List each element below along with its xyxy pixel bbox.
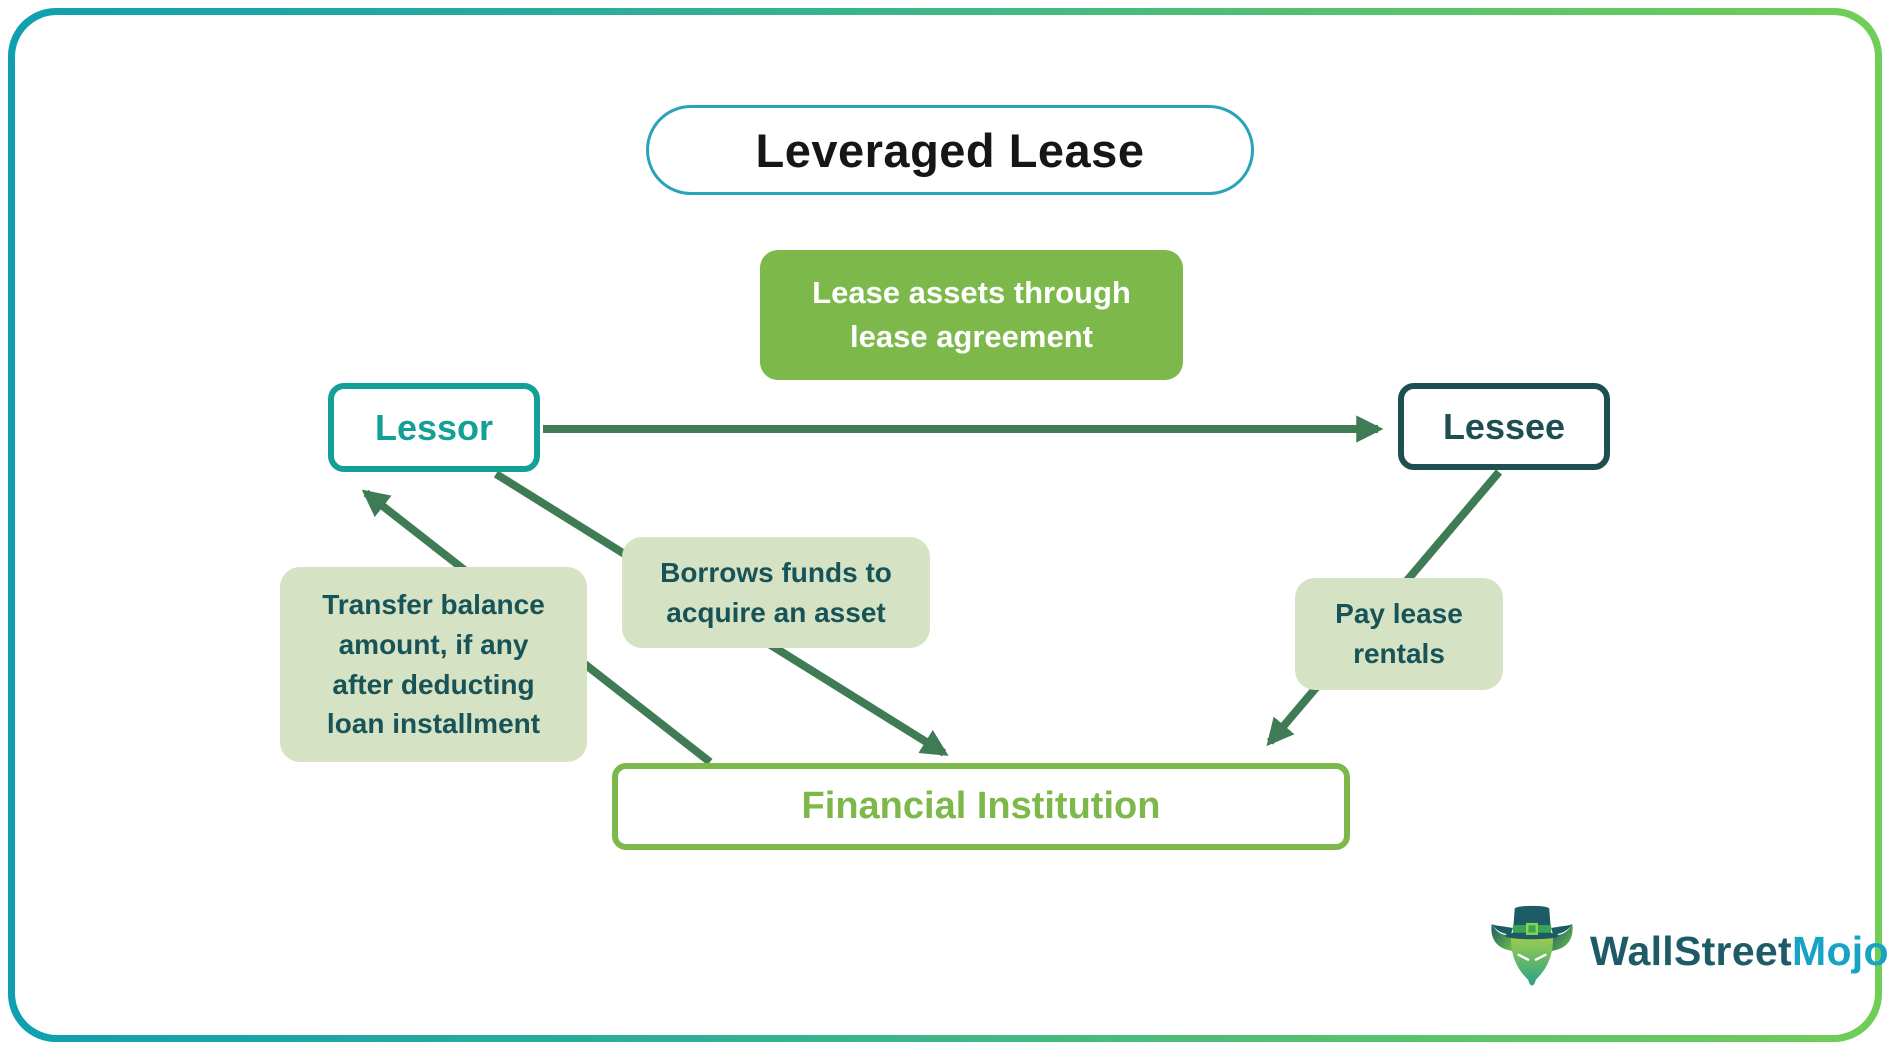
- lessee-node: Lessee: [1398, 383, 1610, 470]
- wallstreetmojo-logo: WallStreetMojo: [1484, 900, 1889, 1002]
- transfer-balance-note: Transfer balance amount, if any after de…: [280, 567, 587, 762]
- borrows-funds-note: Borrows funds to acquire an asset: [622, 537, 930, 648]
- logo-mojo-text: Mojo: [1791, 927, 1889, 974]
- logo-wallstreet-text: WallStreet: [1590, 927, 1792, 974]
- lease-agreement-label-box: Lease assets through lease agreement: [760, 250, 1183, 380]
- financial-institution-node: Financial Institution: [612, 763, 1350, 850]
- diagram-title: Leveraged Lease: [646, 105, 1254, 195]
- lessor-node: Lessor: [328, 383, 540, 472]
- bull-icon: [1491, 905, 1573, 986]
- pay-lease-rentals-note: Pay lease rentals: [1295, 578, 1503, 690]
- logo-wordmark: WallStreetMojo: [1590, 928, 1889, 975]
